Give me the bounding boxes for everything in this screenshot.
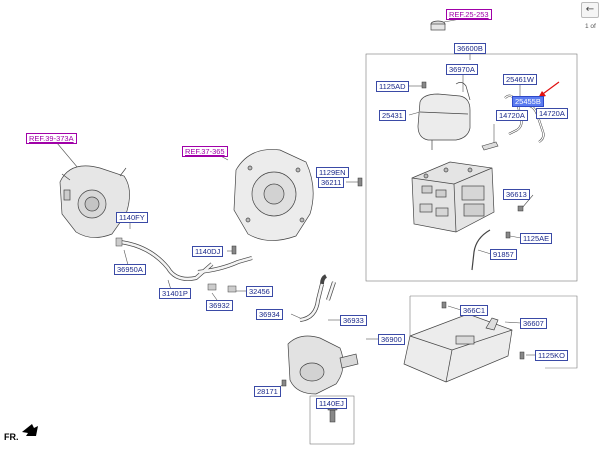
part-label-1140dj[interactable]: 1140DJ [192, 246, 224, 257]
electric-motor [59, 165, 130, 238]
part-label-36600b[interactable]: 36600B [454, 43, 486, 54]
part-label-1125ae[interactable]: 1125AE [520, 233, 553, 244]
bolts [231, 81, 525, 423]
ref-label-39-373a[interactable]: REF.39-373A [26, 133, 77, 144]
part-label-36900[interactable]: 36900 [378, 334, 405, 345]
part-label-1140ej[interactable]: 1140EJ [316, 398, 347, 409]
part-label-36607[interactable]: 36607 [520, 318, 547, 329]
part-label-25461w[interactable]: 25461W [503, 74, 537, 85]
part-label-36932[interactable]: 36932 [206, 300, 233, 311]
part-label-36970a[interactable]: 36970A [446, 64, 478, 75]
part-label-1125ko[interactable]: 1125KO [535, 350, 568, 361]
reservoir-cap [430, 20, 446, 31]
part-label-25431[interactable]: 25431 [379, 110, 406, 121]
small-clamp [481, 141, 499, 151]
part-label-31401p[interactable]: 31401P [159, 288, 191, 299]
part-label-14720a-right[interactable]: 14720A [536, 108, 568, 119]
inverter-unit [411, 161, 495, 233]
transmission-housing [233, 149, 314, 241]
back-button[interactable]: ← [581, 2, 599, 18]
part-label-91857[interactable]: 91857 [490, 249, 517, 260]
coolant-reservoir [417, 82, 471, 150]
part-label-366c1[interactable]: 366C1 [460, 305, 489, 316]
sensor-wire [471, 229, 491, 271]
ref-label-25-253[interactable]: REF.25-253 [446, 9, 492, 20]
mounting-bracket [403, 313, 513, 383]
part-label-36211[interactable]: 36211 [318, 177, 345, 188]
ref-label-37-365[interactable]: REF.37-365 [182, 146, 228, 157]
part-label-36933[interactable]: 36933 [340, 315, 367, 326]
water-pump [287, 335, 359, 395]
part-label-32456[interactable]: 32456 [246, 286, 273, 297]
bracket-frame [410, 295, 578, 369]
part-label-28171[interactable]: 28171 [254, 386, 281, 397]
part-label-36934[interactable]: 36934 [256, 309, 283, 320]
assembly-frame [365, 53, 578, 282]
front-arrow-icon [22, 424, 38, 436]
hose-clamps [115, 237, 237, 293]
arrow-left-icon: ← [585, 4, 595, 15]
front-direction-label: FR. [4, 432, 19, 442]
part-label-25455b[interactable]: 25455B [512, 96, 544, 107]
part-label-36613[interactable]: 36613 [503, 189, 530, 200]
page-info: 1 of [585, 23, 596, 30]
part-label-1125ad[interactable]: 1125AD [376, 81, 409, 92]
bolt-box [309, 395, 355, 445]
part-label-1140fy[interactable]: 1140FY [116, 212, 148, 223]
part-label-14720a-left[interactable]: 14720A [496, 110, 528, 121]
part-label-36950a[interactable]: 36950A [114, 264, 146, 275]
